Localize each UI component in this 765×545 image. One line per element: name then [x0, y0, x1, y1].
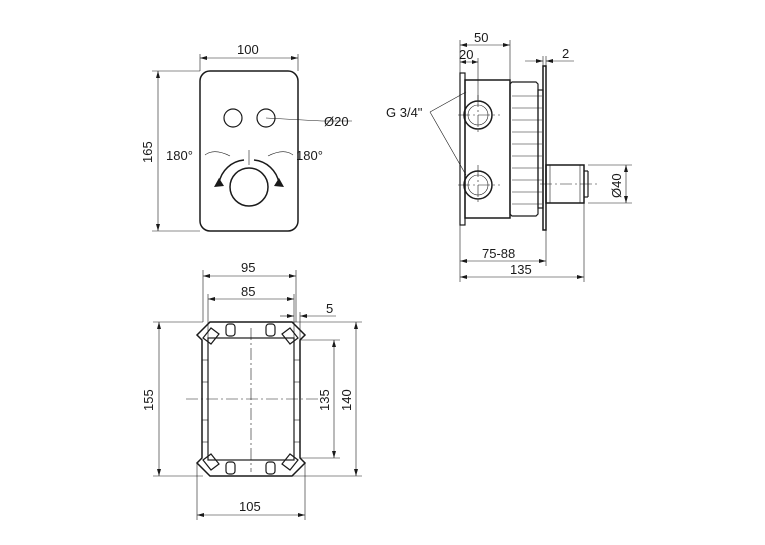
total-depth-label: 135	[510, 262, 532, 277]
front-view: Ø20 180° 180° 100 165	[140, 42, 352, 232]
button-right	[256, 108, 276, 128]
button-left	[223, 108, 243, 128]
side-view: G 3/4" 50 20 2 Ø40 75-88	[386, 30, 632, 282]
front-height-label: 165	[140, 141, 155, 163]
side-depth-label: 50	[474, 30, 488, 45]
box-wall-label: 5	[326, 301, 333, 316]
side-plate-label: 2	[562, 46, 569, 61]
side-offset-label: 20	[459, 47, 473, 62]
knob-diameter-label: Ø40	[609, 173, 624, 198]
button-diameter-label: Ø20	[324, 114, 349, 129]
front-plate	[542, 65, 547, 231]
box-inner-width-label: 85	[241, 284, 255, 299]
control-knob	[229, 167, 269, 207]
box-outer-height-label: 155	[141, 389, 156, 411]
cooling-fins	[509, 81, 544, 217]
rotation-right-label: 180°	[296, 148, 323, 163]
rotation-left-label: 180°	[166, 148, 193, 163]
mounting-lugs-top	[202, 323, 299, 345]
box-inner-height-label: 135	[317, 389, 332, 411]
front-width-label: 100	[237, 42, 259, 57]
box-base-width-label: 105	[239, 499, 261, 514]
box-view: 95 85 5 155 135 140	[141, 260, 362, 520]
install-depth-label: 75-88	[482, 246, 515, 261]
cover-plate	[199, 70, 299, 232]
thread-label: G 3/4"	[386, 105, 423, 120]
box-mid-height-label: 140	[339, 389, 354, 411]
box-outer-width-label: 95	[241, 260, 255, 275]
mounting-lugs-bottom	[202, 453, 299, 475]
